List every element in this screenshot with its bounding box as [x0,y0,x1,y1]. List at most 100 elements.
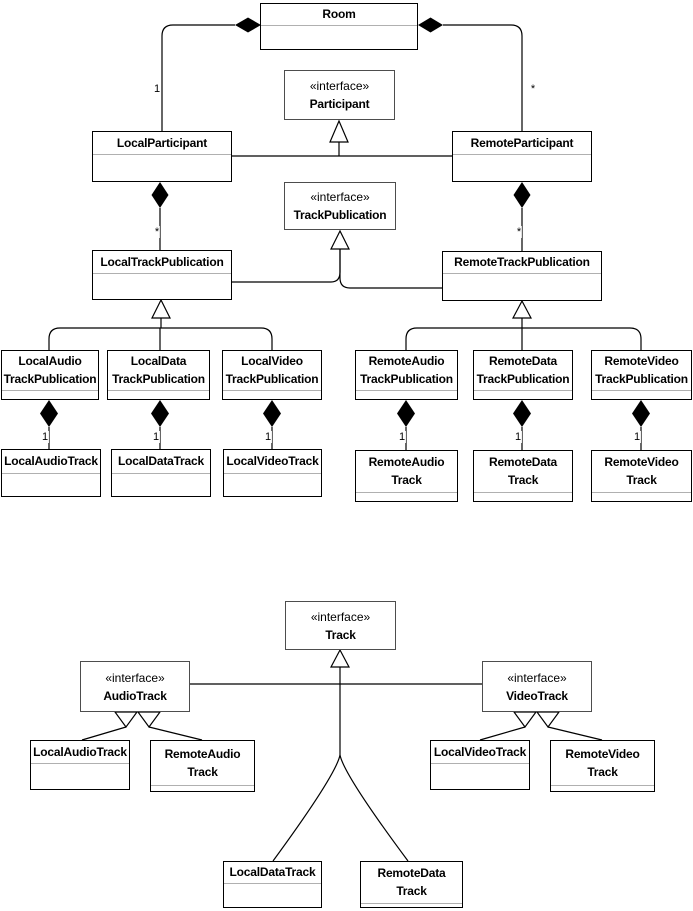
attributes-compartment [474,492,572,501]
multiplicity-label: 1 [513,431,523,443]
connector-lines [48,24,642,862]
class-title: LocalTrackPublication [93,251,231,272]
class-name: TrackPublication [112,372,205,386]
attributes-compartment [224,883,321,907]
class-title: «interface» Track [286,602,395,649]
uml-class-participant[interactable]: «interface»Participant [284,70,395,120]
class-name: RemoteAudio [368,354,445,368]
composition-diamond-icons [40,17,650,427]
class-name: TrackPublication [595,372,688,386]
uml-class-remote-participant[interactable]: RemoteParticipant [452,131,592,182]
class-name: Track [391,473,422,487]
multiplicity-label: 1 [152,83,162,95]
attributes-compartment [431,763,529,789]
uml-class-local-audio-track[interactable]: LocalAudioTrack [1,449,101,497]
attributes-compartment [2,473,100,496]
class-name: RemoteData [488,455,558,469]
attributes-compartment [93,154,231,181]
multiplicity-label: 1 [397,431,407,443]
class-name: Track [396,884,427,898]
class-name: RemoteTrackPublication [454,255,590,269]
class-title: «interface»AudioTrack [81,662,189,711]
class-name: TrackPublication [293,208,387,222]
class-name: Track [587,764,618,779]
attributes-compartment [592,390,691,399]
class-name: LocalAudioTrack [33,744,127,759]
class-name: RemoteVideo [604,354,679,368]
uml-class-room[interactable]: Room [260,3,418,50]
class-name: Track [325,627,356,642]
attributes-compartment [361,903,462,907]
multiplicity-label: 1 [40,431,50,443]
class-name: LocalDataTrack [229,865,316,879]
uml-class-track-publication[interactable]: «interface» TrackPublication [284,182,396,230]
uml-class-track[interactable]: «interface» Track [285,601,396,650]
class-name: RemoteParticipant [470,135,574,150]
class-name: TrackPublication [225,372,319,386]
attributes-compartment [2,390,98,399]
class-name: RemoteData [488,354,558,368]
attributes-compartment [224,473,321,496]
attributes-compartment [551,785,654,791]
class-name: RemoteAudio [368,455,445,469]
class-name: Track [187,764,218,779]
uml-class-local-data-track[interactable]: LocalDataTrack [111,449,211,497]
attributes-compartment [108,390,209,399]
attributes-compartment [443,273,601,300]
uml-class-local-participant[interactable]: LocalParticipant [92,131,232,182]
class-title: RemoteParticipant [453,132,591,153]
class-name: RemoteVideo [565,746,640,761]
class-name: Room [322,7,356,21]
uml-class-local-data-track-impl[interactable]: LocalDataTrack [223,861,322,908]
class-title: Room [261,4,417,24]
uml-class-local-track-publication[interactable]: LocalTrackPublication [92,250,232,300]
multiplicity-label: 1 [263,431,273,443]
stereotype-label: «interface» [310,609,371,624]
class-title: LocalDataTrack [112,450,210,472]
class-title: LocalVideoTrack [431,741,529,762]
uml-class-audio-track[interactable]: «interface»AudioTrack [80,661,190,712]
class-title: «interface»VideoTrack [483,662,591,711]
class-name: Track [626,473,657,487]
uml-class-local-audio-track-impl[interactable]: LocalAudioTrack [30,740,130,790]
class-name: LocalParticipant [116,135,208,150]
class-name: Participant [309,97,370,111]
multiplicity-label: * [153,226,161,238]
attributes-compartment [223,390,321,399]
multiplicity-label: * [529,83,537,95]
stereotype-label: «interface» [507,670,567,685]
multiplicity-label: 1 [151,431,161,443]
uml-class-remote-track-publication[interactable]: RemoteTrackPublication [442,251,602,301]
attributes-compartment [112,473,210,496]
stereotype-label: «interface» [310,190,370,204]
class-name: TrackPublication [3,372,97,386]
class-title: LocalAudioTrack [2,450,100,472]
multiplicity-label: * [515,226,523,238]
uml-class-local-video-track-impl[interactable]: LocalVideoTrack [430,740,530,790]
attributes-compartment [93,273,231,299]
uml-class-video-track[interactable]: «interface»VideoTrack [482,661,592,712]
inheritance-triangle-icons [113,119,561,729]
uml-class-local-video-track[interactable]: LocalVideoTrack [223,449,322,497]
class-title: LocalVideoTrack [224,450,321,472]
attributes-compartment [356,390,457,399]
multiplicity-label: 1 [632,431,642,443]
class-name: LocalVideoTrack [226,454,319,468]
